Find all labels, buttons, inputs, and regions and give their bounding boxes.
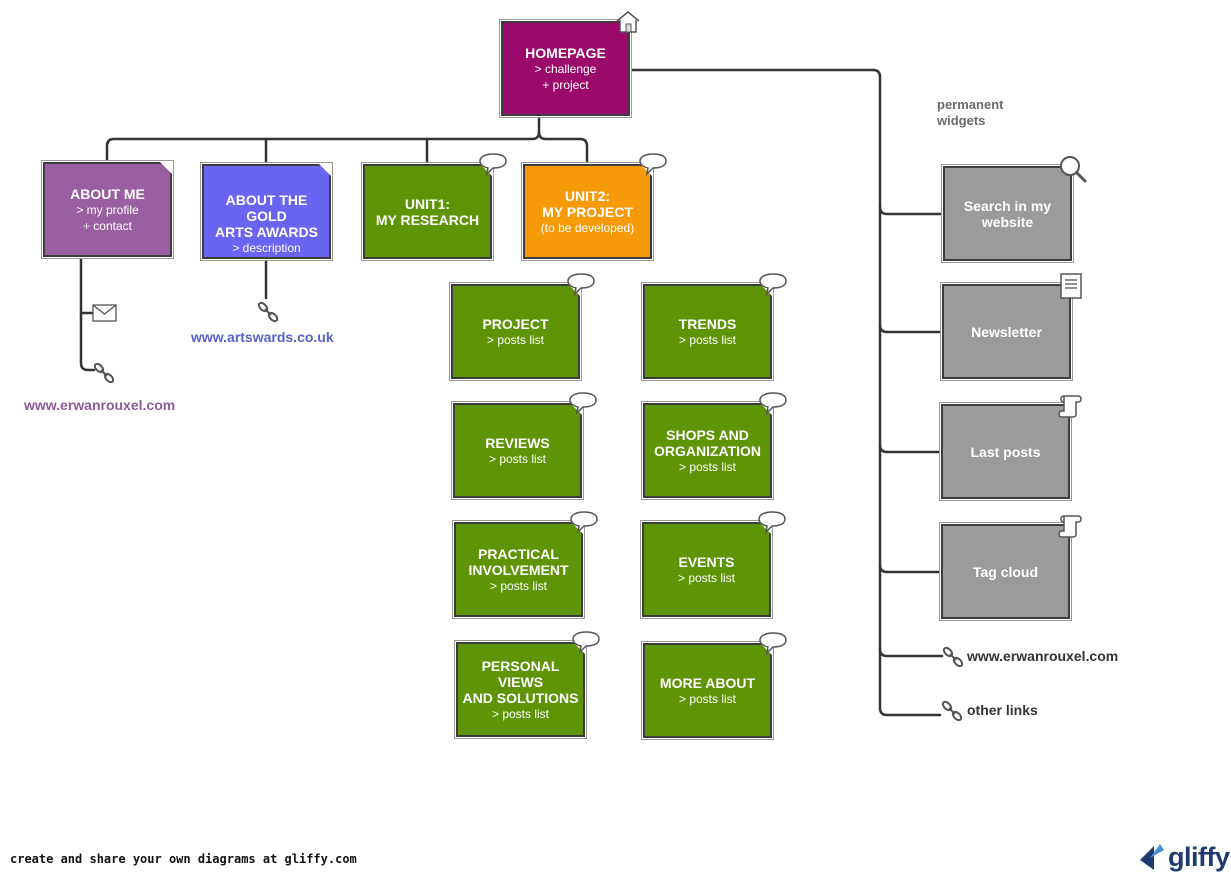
homepage-node[interactable]: HOMEPAGE > challenge + project: [501, 21, 630, 116]
gold-awards-node[interactable]: ABOUT THE GOLD ARTS AWARDS > description: [202, 164, 331, 259]
more-about-node[interactable]: MORE ABOUT > posts list: [643, 643, 772, 738]
speech-bubble-icon: [572, 631, 600, 654]
widget-erwan-link[interactable]: www.erwanrouxel.com: [967, 648, 1119, 664]
practical-subtitle: > posts list: [489, 578, 548, 593]
speech-bubble-icon: [759, 273, 787, 296]
shops-title: SHOPS AND ORGANIZATION: [653, 426, 762, 459]
about-me-node[interactable]: ABOUT ME > my profile + contact: [43, 162, 172, 257]
unit1-node[interactable]: UNIT1: MY RESEARCH: [363, 164, 492, 259]
search-widget[interactable]: Search in my website: [943, 166, 1072, 261]
unit2-title: UNIT2: MY PROJECT: [542, 187, 633, 220]
reviews-node[interactable]: REVIEWS > posts list: [453, 403, 582, 498]
artswards-link[interactable]: www.artswards.co.uk: [191, 329, 334, 345]
newsletter-widget[interactable]: Newsletter: [942, 284, 1071, 379]
gold-awards-subtitle: > description: [232, 241, 301, 255]
other-links[interactable]: other links: [967, 702, 1038, 718]
events-subtitle: > posts list: [677, 570, 736, 585]
gliffy-logo-icon[interactable]: [1138, 840, 1168, 872]
practical-node[interactable]: PRACTICAL INVOLVEMENT > posts list: [454, 522, 583, 617]
personal-title: PERSONAL VIEWS AND SOLUTIONS: [462, 657, 579, 706]
gold-awards-title: ABOUT THE GOLD ARTS AWARDS: [215, 192, 318, 240]
speech-bubble-icon: [479, 153, 507, 176]
speech-bubble-icon: [569, 392, 597, 415]
more-about-title: MORE ABOUT: [659, 674, 756, 691]
search-widget-label: Search in my website: [963, 197, 1052, 230]
practical-title: PRACTICAL INVOLVEMENT: [468, 545, 569, 578]
shops-subtitle: > posts list: [678, 459, 737, 474]
unit1-title: UNIT1: MY RESEARCH: [375, 195, 480, 228]
speech-bubble-icon: [759, 632, 787, 655]
personal-subtitle: > posts list: [491, 706, 550, 721]
speech-bubble-icon: [567, 273, 595, 296]
house-icon: [616, 11, 640, 33]
speech-bubble-icon: [759, 392, 787, 415]
permanent-widgets-heading: permanent widgets: [937, 97, 1004, 128]
chain-link-icon: [257, 301, 279, 323]
project-subtitle: > posts list: [486, 332, 545, 347]
speech-bubble-icon: [639, 153, 667, 176]
homepage-subtitle: > challenge + project: [534, 61, 597, 92]
envelope-icon: [92, 304, 117, 322]
magnifier-icon: [1060, 156, 1087, 183]
trends-title: TRENDS: [678, 315, 737, 332]
reviews-subtitle: > posts list: [488, 451, 547, 466]
scroll-icon: [1058, 515, 1082, 538]
about-me-title: ABOUT ME: [70, 185, 145, 202]
personal-node[interactable]: PERSONAL VIEWS AND SOLUTIONS > posts lis…: [456, 642, 585, 737]
last-posts-widget-label: Last posts: [970, 443, 1041, 460]
erwan-link[interactable]: www.erwanrouxel.com: [24, 397, 176, 413]
project-title: PROJECT: [482, 315, 549, 332]
trends-subtitle: > posts list: [678, 332, 737, 347]
about-me-subtitle: > my profile + contact: [76, 202, 139, 233]
unit2-subtitle: (to be developed): [540, 220, 635, 235]
gliffy-logo-text[interactable]: gliffy: [1168, 842, 1230, 872]
speech-bubble-icon: [570, 511, 598, 534]
tag-cloud-widget[interactable]: Tag cloud: [941, 524, 1070, 619]
shops-node[interactable]: SHOPS AND ORGANIZATION > posts list: [643, 403, 772, 498]
scroll-icon: [1058, 395, 1082, 418]
speech-bubble-icon: [758, 511, 786, 534]
footer-text[interactable]: create and share your own diagrams at gl…: [10, 852, 357, 866]
newsletter-widget-label: Newsletter: [971, 323, 1042, 340]
last-posts-widget[interactable]: Last posts: [941, 404, 1070, 499]
reviews-title: REVIEWS: [485, 434, 550, 451]
unit2-node[interactable]: UNIT2: MY PROJECT (to be developed): [523, 164, 652, 259]
chain-link-icon: [941, 700, 963, 722]
chain-link-icon: [942, 646, 964, 668]
trends-node[interactable]: TRENDS > posts list: [643, 284, 772, 379]
chain-link-icon: [93, 362, 115, 384]
document-icon: [1060, 273, 1082, 299]
events-node[interactable]: EVENTS > posts list: [642, 522, 771, 617]
project-node[interactable]: PROJECT > posts list: [451, 284, 580, 379]
more-about-subtitle: > posts list: [678, 691, 737, 706]
homepage-title: HOMEPAGE: [525, 44, 606, 61]
events-title: EVENTS: [678, 553, 735, 570]
tag-cloud-widget-label: Tag cloud: [972, 563, 1039, 580]
